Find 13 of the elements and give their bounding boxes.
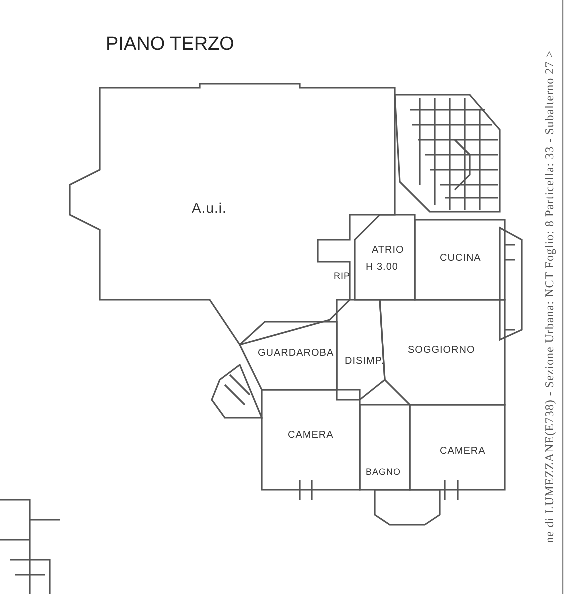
room-label: DISIMP. — [345, 356, 384, 367]
room-label: SOGGIORNO — [408, 345, 476, 356]
room-label: GUARDAROBA — [258, 348, 334, 359]
height-label: H 3.00 — [366, 262, 398, 273]
room-label: BAGNO — [366, 467, 402, 477]
room-label: A.u.i. — [192, 200, 227, 216]
plan-title: PIANO TERZO — [106, 34, 234, 56]
room-label: CAMERA — [440, 446, 486, 457]
room-label: ATRIO — [372, 245, 404, 256]
room-label: RIP — [334, 271, 351, 281]
room-label: CUCINA — [440, 253, 482, 264]
cadastral-reference-text: ne di LUMEZZANE(E738) - Sezione Urbana: NCT Foglio: 8 Particella: 33 - Subalterno 27 > — [542, 50, 558, 544]
room-label: CAMERA — [288, 430, 334, 441]
